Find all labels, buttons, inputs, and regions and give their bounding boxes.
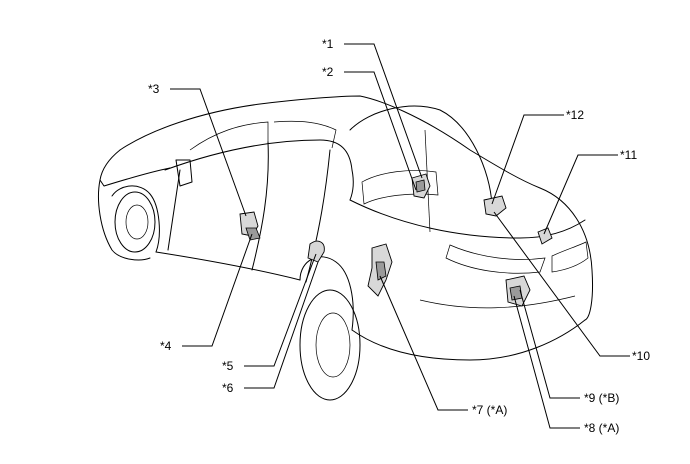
seat-back (361, 170, 439, 205)
callout-1: *1 (322, 37, 334, 51)
leader-lines (170, 43, 630, 429)
part-11-connector (537, 227, 553, 245)
callout-11: *11 (620, 148, 637, 162)
callout-12: *12 (566, 108, 584, 122)
belt-line (164, 139, 353, 171)
front-wheel-arch (111, 185, 160, 253)
side-mirror (175, 159, 193, 187)
rear-wheel-arch (299, 256, 354, 331)
part-markers (239, 173, 553, 307)
callout-2: *2 (322, 65, 334, 79)
rear-quarter (351, 319, 586, 361)
callout-5: *5 (222, 359, 234, 373)
rear-door (305, 149, 331, 283)
part-4-detail (245, 227, 261, 241)
tail-light-right (551, 241, 589, 273)
part-7-detail (375, 261, 387, 281)
door-split (251, 141, 269, 271)
trunk-edge (349, 169, 354, 201)
part-8-detail (509, 285, 523, 301)
trunk-lid (349, 199, 586, 239)
callout-3: *3 (148, 82, 160, 96)
front-door (167, 169, 181, 251)
rear-end (539, 187, 593, 321)
front-window (189, 121, 269, 151)
bumper-line (419, 295, 576, 309)
leader-12 (491, 114, 564, 205)
callout-8: *8 (*A) (584, 421, 619, 435)
leader-5 (244, 253, 317, 367)
front-bumper (98, 179, 151, 261)
callout-4: *4 (160, 339, 172, 353)
rear-wheel-hub (315, 312, 351, 378)
part-2-detail (415, 179, 426, 193)
leader-2 (344, 71, 417, 191)
front-wheel-hub (125, 204, 149, 240)
front-wheel (114, 191, 156, 253)
leader-8 (513, 295, 580, 429)
callout-7: *7 (*A) (472, 403, 507, 417)
leader-4 (182, 233, 253, 347)
callout-labels: *1 *2 *3 *4 *5 *6 *7 (*A) *8 (*A) *9 (*B… (148, 37, 650, 435)
leader-3 (170, 88, 247, 217)
leader-9 (519, 289, 580, 399)
leader-10 (493, 211, 630, 357)
callout-10: *10 (632, 349, 650, 363)
hood-outline (99, 149, 171, 187)
roof-outline (119, 95, 541, 189)
callout-6: *6 (222, 381, 234, 395)
leader-6 (244, 261, 319, 389)
leader-1 (344, 43, 423, 179)
part-10-12-connector (483, 195, 507, 217)
callout-9: *9 (*B) (584, 391, 619, 405)
leader-11 (543, 154, 618, 235)
side-sill (155, 251, 301, 281)
rear-glass-frame (349, 105, 493, 206)
tail-light-left (445, 244, 546, 274)
rear-window (273, 120, 337, 149)
car-body (98, 95, 593, 401)
leader-7 (379, 275, 468, 411)
part-5-6-connector (307, 240, 325, 263)
rear-wheel (299, 289, 361, 401)
